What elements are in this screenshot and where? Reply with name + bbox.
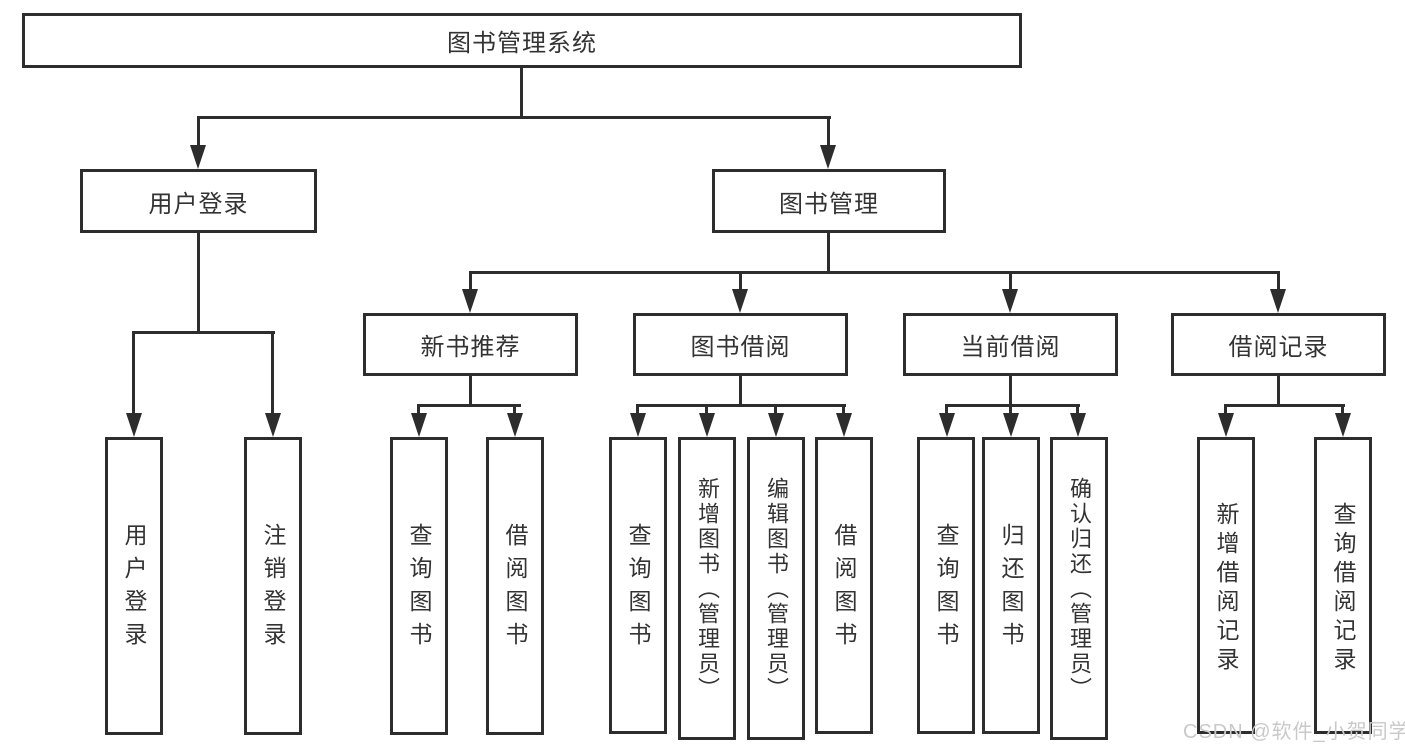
connector-to-borrow-records [1277,271,1280,291]
connector-to-leaf-logout [271,331,274,415]
arrowhead-down-icon [768,413,784,437]
arrowhead-down-icon [630,413,646,437]
leaf-confirm-return-admin-label: 确认归还（管理员） [1067,477,1092,702]
arrowhead-down-icon [190,145,206,169]
connector-book-borrow-stub [739,376,742,406]
connector-current-borrow-stub [1009,376,1012,406]
node-borrow-records-label: 借阅记录 [1228,334,1329,361]
leaf-edit-books-admin: 编辑图书（管理员） [747,437,805,740]
connector-current-borrow-hline [945,404,1080,407]
connector-to-book-borrow [739,271,742,291]
leaf-add-borrow-record: 新增借阅记录 [1197,437,1255,734]
leaf-logout: 注销登录 [244,437,302,735]
connector-leaf-line [636,404,639,418]
leaf-add-books-admin: 新增图书（管理员） [678,437,736,740]
leaf-add-borrow-record-label: 新增借阅记录 [1213,501,1239,676]
leaf-borrow-books: 借阅图书 [815,437,873,734]
connector-leaf-line [513,404,516,418]
node-library-system: 图书管理系统 [22,13,1022,68]
connector-user-login-stub [197,233,200,333]
arrowhead-down-icon [732,289,748,313]
csdn-watermark: CSDN @软件_小贺同学 [1183,721,1405,743]
connector-leaf-line [705,404,708,418]
arrowhead-down-icon [462,289,478,313]
connector-user-login-hline [132,331,275,334]
arrowhead-down-icon [1003,413,1019,437]
leaf-logout-label: 注销登录 [260,523,286,655]
leaf-query-borrow-record-label: 查询借阅记录 [1330,501,1356,676]
node-user-login-label: 用户登录 [148,190,249,218]
connector-book-mgmt-stub [827,233,830,273]
leaf-borrow-books-label: 借阅图书 [831,522,857,655]
node-new-book-recommend-label: 新书推荐 [420,334,521,361]
connector-to-leaf-login [132,331,135,415]
leaf-return-books-label: 归还图书 [998,522,1024,655]
leaf-query-borrow-record: 查询借阅记录 [1314,437,1372,734]
connector-leaf-line [945,404,948,418]
leaf-query-books-borrow: 查询图书 [609,437,667,734]
node-book-borrow: 图书借阅 [633,313,848,376]
leaf-query-books-borrow-label: 查询图书 [625,522,651,655]
connector-leaf-line [1341,404,1344,418]
connector-leaf-line [417,404,420,418]
node-borrow-records: 借阅记录 [1171,313,1386,376]
arrowhead-down-icon [1270,289,1286,313]
connector-book-borrow-hline [636,404,846,407]
connector-to-new-book [469,271,472,291]
arrowhead-down-icon [126,413,142,437]
connector-borrow-records-stub [1277,376,1280,406]
node-new-book-recommend: 新书推荐 [363,313,578,376]
leaf-user-login: 用户登录 [105,437,163,735]
leaf-borrow-books-recommend-label: 借阅图书 [502,523,528,655]
arrowhead-down-icon [265,413,281,437]
connector-leaf-line [1224,404,1227,418]
node-current-borrow-label: 当前借阅 [960,334,1061,361]
arrowhead-down-icon [699,413,715,437]
arrowhead-down-icon [1002,289,1018,313]
arrowhead-down-icon [1070,413,1086,437]
connector-root-hline [198,116,831,119]
connector-to-book-management [827,116,830,148]
leaf-query-books-recommend-label: 查询图书 [406,523,432,655]
leaf-edit-books-admin-label: 编辑图书（管理员） [764,477,789,702]
leaf-add-books-admin-label: 新增图书（管理员） [695,477,720,702]
leaf-return-books: 归还图书 [982,437,1040,734]
node-user-login: 用户登录 [80,169,317,233]
connector-to-user-login [197,116,200,148]
connector-new-book-hline [417,404,521,407]
leaf-borrow-books-recommend: 借阅图书 [486,437,544,735]
leaf-query-books-recommend: 查询图书 [390,437,448,735]
connector-leaf-line [842,404,845,418]
connector-to-current-borrow [1009,271,1012,291]
connector-root-stub [520,68,523,118]
leaf-query-books-current: 查询图书 [917,437,975,734]
leaf-user-login-label: 用户登录 [121,523,147,655]
arrowhead-down-icon [820,145,836,169]
node-book-management: 图书管理 [712,169,946,233]
arrowhead-down-icon [507,413,523,437]
connector-leaf-line [1076,404,1079,418]
leaf-query-books-current-label: 查询图书 [933,522,959,655]
arrowhead-down-icon [939,413,955,437]
arrowhead-down-icon [836,413,852,437]
node-current-borrow: 当前借阅 [903,313,1118,376]
arrowhead-down-icon [411,413,427,437]
node-library-system-label: 图书管理系统 [447,30,597,57]
connector-leaf-line [1009,404,1012,418]
connector-book-mgmt-hline [469,271,1280,274]
arrowhead-down-icon [1218,413,1234,437]
node-book-management-label: 图书管理 [779,190,879,218]
connector-leaf-line [774,404,777,418]
arrowhead-down-icon [1335,413,1351,437]
connector-borrow-records-hline [1224,404,1345,407]
connector-new-book-stub [469,376,472,406]
leaf-confirm-return-admin: 确认归还（管理员） [1050,437,1108,740]
node-book-borrow-label: 图书借阅 [690,334,791,361]
